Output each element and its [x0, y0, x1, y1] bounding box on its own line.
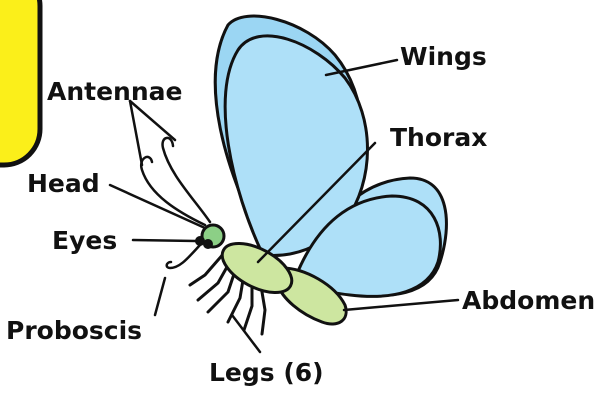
eye-shape-2 — [203, 239, 213, 249]
label-abdomen: Abdomen — [462, 288, 595, 313]
proboscis-leader — [155, 278, 165, 315]
label-wings: Wings — [400, 44, 487, 69]
label-antennae: Antennae — [47, 79, 182, 104]
label-head: Head — [27, 171, 100, 196]
label-eyes: Eyes — [52, 228, 117, 253]
label-legs: Legs (6) — [209, 360, 324, 385]
label-proboscis: Proboscis — [6, 318, 142, 343]
abdomen-leader — [344, 300, 458, 310]
yellow-badge — [0, 0, 40, 165]
proboscis-shape — [167, 245, 200, 268]
eyes-leader — [133, 240, 196, 241]
head-leader — [110, 185, 205, 228]
label-thorax: Thorax — [390, 125, 487, 150]
antennae-shape — [141, 138, 210, 225]
